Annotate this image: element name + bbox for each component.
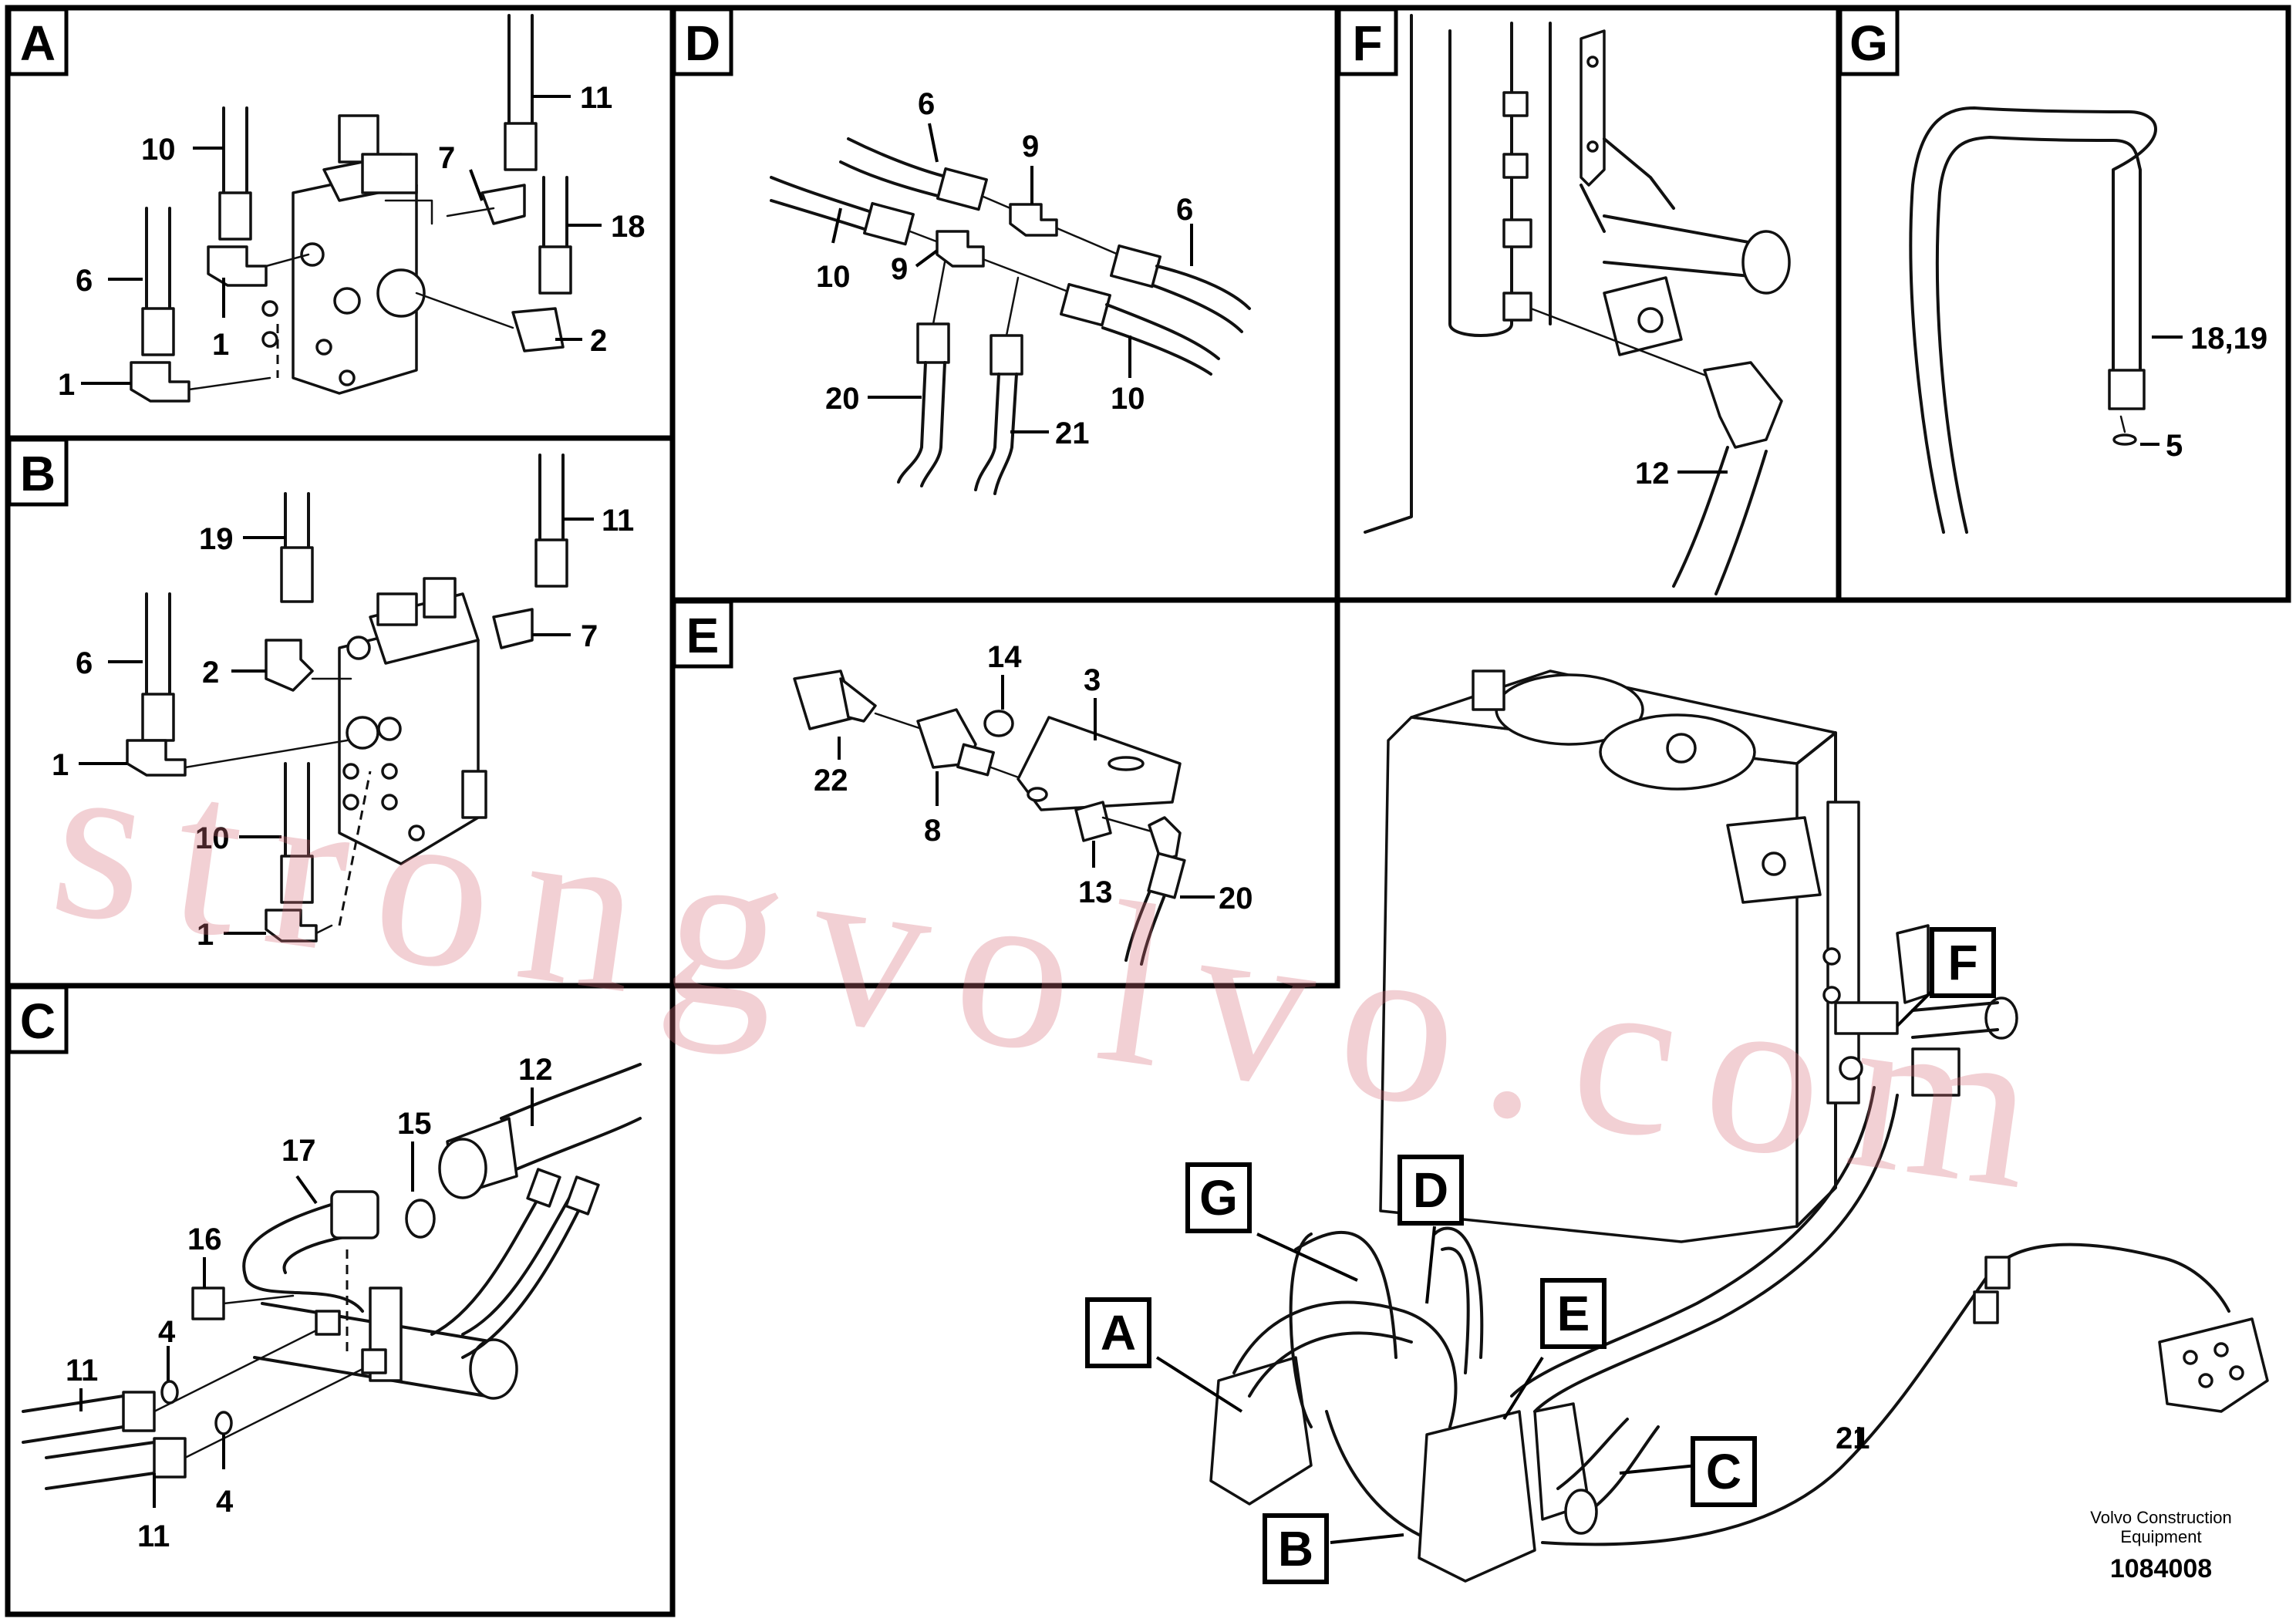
svg-text:E: E bbox=[686, 608, 720, 663]
panel-f-tag: F bbox=[1337, 7, 1398, 76]
svg-text:21: 21 bbox=[1055, 416, 1090, 450]
panel-b-tag: B bbox=[7, 437, 69, 507]
svg-text:C: C bbox=[1706, 1444, 1741, 1499]
svg-text:11: 11 bbox=[66, 1354, 98, 1388]
svg-text:6: 6 bbox=[918, 87, 935, 121]
panel-a-drawing: 10 11 7 18 6 1 2 1 bbox=[58, 14, 646, 403]
svg-text:7: 7 bbox=[581, 619, 598, 653]
svg-text:3: 3 bbox=[1084, 663, 1101, 697]
svg-text:D: D bbox=[685, 15, 720, 71]
panel-d-tag: D bbox=[672, 7, 733, 76]
panel-c-tag: C bbox=[7, 985, 69, 1054]
company-name-line2: Equipment bbox=[2120, 1527, 2201, 1546]
panel-d-frame bbox=[669, 5, 1340, 603]
overview-callout-d: D bbox=[1397, 1155, 1464, 1226]
svg-text:5: 5 bbox=[2166, 429, 2183, 463]
svg-text:11: 11 bbox=[602, 504, 634, 538]
svg-text:8: 8 bbox=[924, 814, 941, 848]
svg-text:D: D bbox=[1413, 1162, 1448, 1218]
overview-label-21: 21 bbox=[1836, 1421, 1870, 1455]
svg-text:B: B bbox=[1278, 1521, 1313, 1576]
svg-text:16: 16 bbox=[187, 1222, 222, 1256]
svg-text:14: 14 bbox=[987, 640, 1022, 674]
company-name-line1: Volvo Construction bbox=[2090, 1508, 2231, 1527]
svg-text:E: E bbox=[1557, 1286, 1590, 1341]
svg-text:F: F bbox=[1947, 935, 1977, 990]
svg-text:11: 11 bbox=[137, 1519, 170, 1553]
overview-callout-b: B bbox=[1263, 1513, 1329, 1584]
footer: Volvo Construction Equipment 1084008 bbox=[2090, 1508, 2231, 1583]
svg-text:2: 2 bbox=[590, 324, 607, 358]
svg-text:11: 11 bbox=[580, 81, 612, 115]
svg-text:2: 2 bbox=[202, 656, 219, 690]
svg-text:18: 18 bbox=[611, 210, 646, 244]
svg-text:1: 1 bbox=[52, 748, 69, 782]
svg-text:7: 7 bbox=[438, 141, 455, 175]
overview-callout-f: F bbox=[1930, 927, 1996, 998]
svg-text:1: 1 bbox=[58, 368, 75, 402]
svg-text:F: F bbox=[1352, 15, 1382, 71]
panel-g-tag: G bbox=[1838, 7, 1900, 76]
panel-c-frame bbox=[5, 983, 676, 1617]
svg-text:6: 6 bbox=[76, 264, 93, 298]
svg-text:A: A bbox=[20, 15, 56, 71]
svg-text:10: 10 bbox=[1111, 382, 1145, 416]
panel-f-drawing: 12 bbox=[1364, 14, 1791, 595]
svg-text:19: 19 bbox=[199, 522, 234, 556]
svg-text:17: 17 bbox=[282, 1134, 316, 1168]
svg-text:18,19: 18,19 bbox=[2190, 322, 2267, 356]
svg-text:4: 4 bbox=[216, 1485, 234, 1519]
svg-text:15: 15 bbox=[397, 1107, 432, 1141]
overview-callout-e: E bbox=[1540, 1278, 1607, 1349]
svg-text:A: A bbox=[1101, 1305, 1136, 1361]
svg-text:G: G bbox=[1849, 15, 1888, 71]
overview-callout-a: A bbox=[1085, 1297, 1151, 1368]
svg-text:4: 4 bbox=[158, 1315, 176, 1349]
svg-text:20: 20 bbox=[825, 382, 860, 416]
panel-d-drawing: 6 9 6 10 9 20 21 10 bbox=[770, 87, 1251, 495]
overview-drawing bbox=[1155, 669, 2269, 1583]
drawing-number: 1084008 bbox=[2110, 1554, 2212, 1583]
svg-text:10: 10 bbox=[195, 821, 230, 855]
svg-text:12: 12 bbox=[518, 1053, 553, 1087]
svg-text:6: 6 bbox=[1176, 193, 1193, 227]
svg-text:10: 10 bbox=[816, 260, 851, 294]
svg-text:13: 13 bbox=[1078, 875, 1113, 909]
panel-b-drawing: 19 11 7 6 2 1 10 1 bbox=[52, 454, 634, 952]
svg-text:6: 6 bbox=[76, 646, 93, 680]
svg-text:G: G bbox=[1199, 1170, 1238, 1226]
panel-c-drawing: 12 15 17 16 4 11 11 4 bbox=[22, 1053, 642, 1553]
panel-e-drawing: 14 3 22 8 13 20 bbox=[793, 640, 1253, 966]
svg-text:10: 10 bbox=[141, 133, 176, 167]
panel-a-tag: A bbox=[7, 7, 69, 76]
svg-text:C: C bbox=[20, 993, 56, 1049]
panel-e-frame bbox=[669, 597, 1340, 989]
overview-callout-c: C bbox=[1691, 1436, 1757, 1507]
svg-text:12: 12 bbox=[1635, 457, 1670, 491]
svg-text:1: 1 bbox=[197, 918, 214, 952]
svg-text:B: B bbox=[20, 446, 56, 501]
svg-text:20: 20 bbox=[1219, 882, 1253, 916]
svg-text:1: 1 bbox=[212, 328, 229, 362]
svg-text:9: 9 bbox=[891, 252, 908, 286]
panel-g-frame bbox=[1836, 5, 2291, 603]
panel-e-tag: E bbox=[672, 599, 733, 669]
svg-text:22: 22 bbox=[814, 764, 848, 798]
svg-text:9: 9 bbox=[1022, 130, 1039, 164]
overview-callout-g: G bbox=[1185, 1162, 1252, 1233]
panel-g-drawing: 18,19 5 bbox=[1909, 106, 2267, 534]
